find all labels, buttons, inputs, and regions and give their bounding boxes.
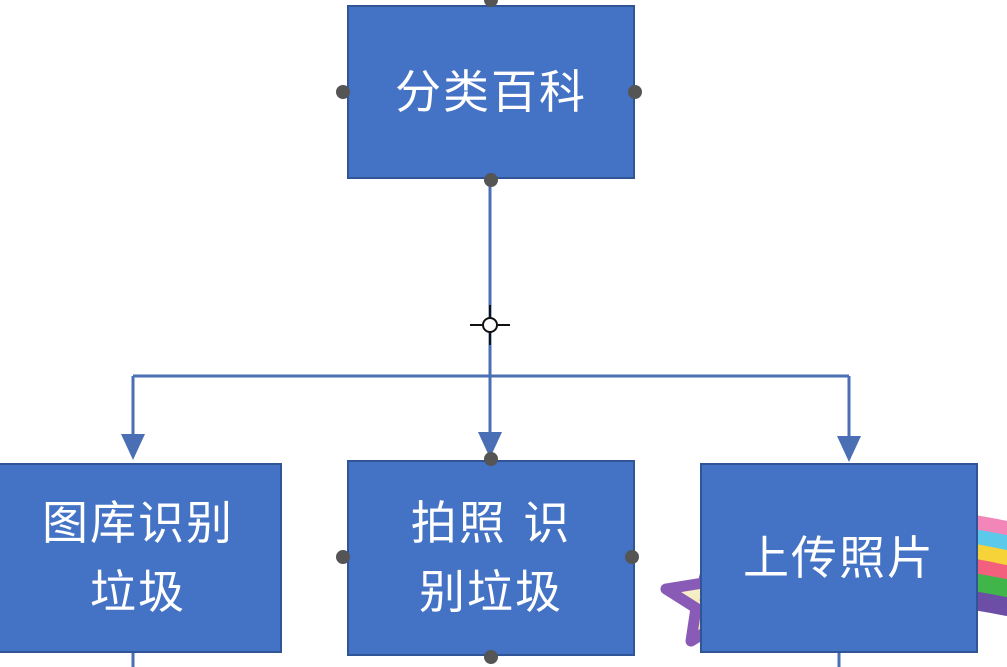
node-gallery-recognize-trash[interactable]: 图库识别 垃圾 (0, 463, 282, 653)
arrowhead-middle (478, 432, 502, 458)
node-left-label: 图库识别 垃圾 (42, 496, 234, 619)
node-right-label: 上传照片 (743, 530, 935, 585)
connection-handle[interactable] (336, 85, 350, 99)
connection-handle[interactable] (336, 550, 350, 564)
connection-handle[interactable] (484, 173, 498, 187)
node-root-label: 分类百科 (395, 64, 587, 119)
node-upload-photo[interactable]: 上传照片 (700, 463, 978, 653)
arrowheads (121, 432, 861, 462)
connection-handle[interactable] (484, 650, 498, 664)
arrowhead-right (837, 436, 861, 462)
connection-handle[interactable] (625, 550, 639, 564)
arrowhead-left (121, 434, 145, 460)
crosshair-cursor-icon (470, 305, 510, 345)
connection-handle[interactable] (628, 85, 642, 99)
node-photo-recognize-trash[interactable]: 拍照 识 别垃圾 (347, 460, 635, 656)
connection-handle[interactable] (484, 452, 498, 466)
connection-handle[interactable] (484, 0, 498, 7)
node-root-category-encyclopedia[interactable]: 分类百科 (347, 5, 635, 179)
node-middle-label: 拍照 识 别垃圾 (410, 496, 572, 619)
